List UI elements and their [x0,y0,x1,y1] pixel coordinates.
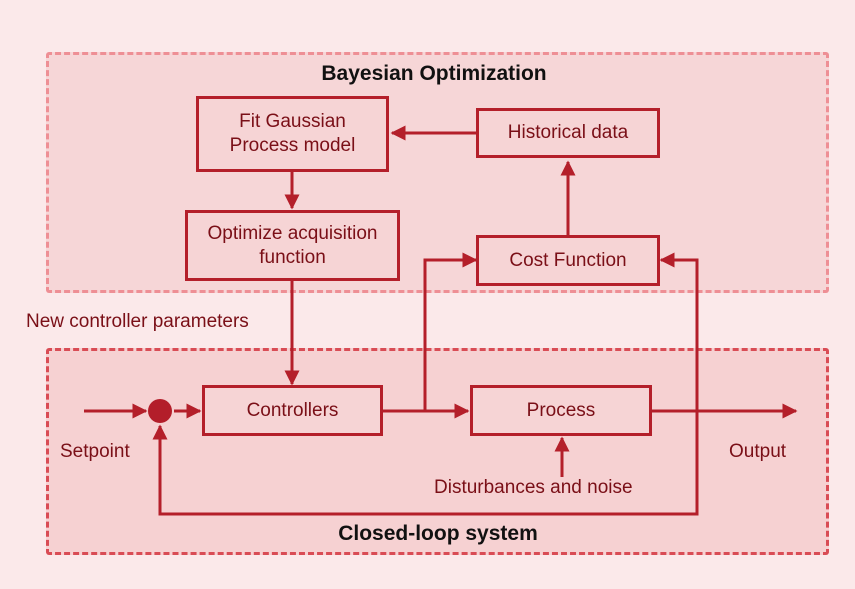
closed-loop-title: Closed-loop system [338,522,538,545]
output-label: Output [729,441,787,462]
process-block: Process [470,385,652,436]
fit-gaussian-process-block: Fit Gaussian Process model [196,96,389,172]
disturbances-label: Disturbances and noise [434,477,633,498]
controllers-block: Controllers [202,385,383,436]
historical-data-block: Historical data [476,108,660,158]
optimize-acquisition-block: Optimize acquisition function [185,210,400,281]
arrow-output-to-cost [659,252,699,411]
arrow-feedback-to-sum [152,411,699,516]
bayesian-optimization-title: Bayesian Optimization [321,62,547,85]
summing-junction [148,399,172,423]
cost-function-block: Cost Function [476,235,660,286]
arrow-controllers-to-cost [423,252,478,411]
new-controller-parameters-label: New controller parameters [26,311,249,332]
setpoint-label: Setpoint [60,441,130,462]
bayesian-optimization-region [46,52,829,293]
